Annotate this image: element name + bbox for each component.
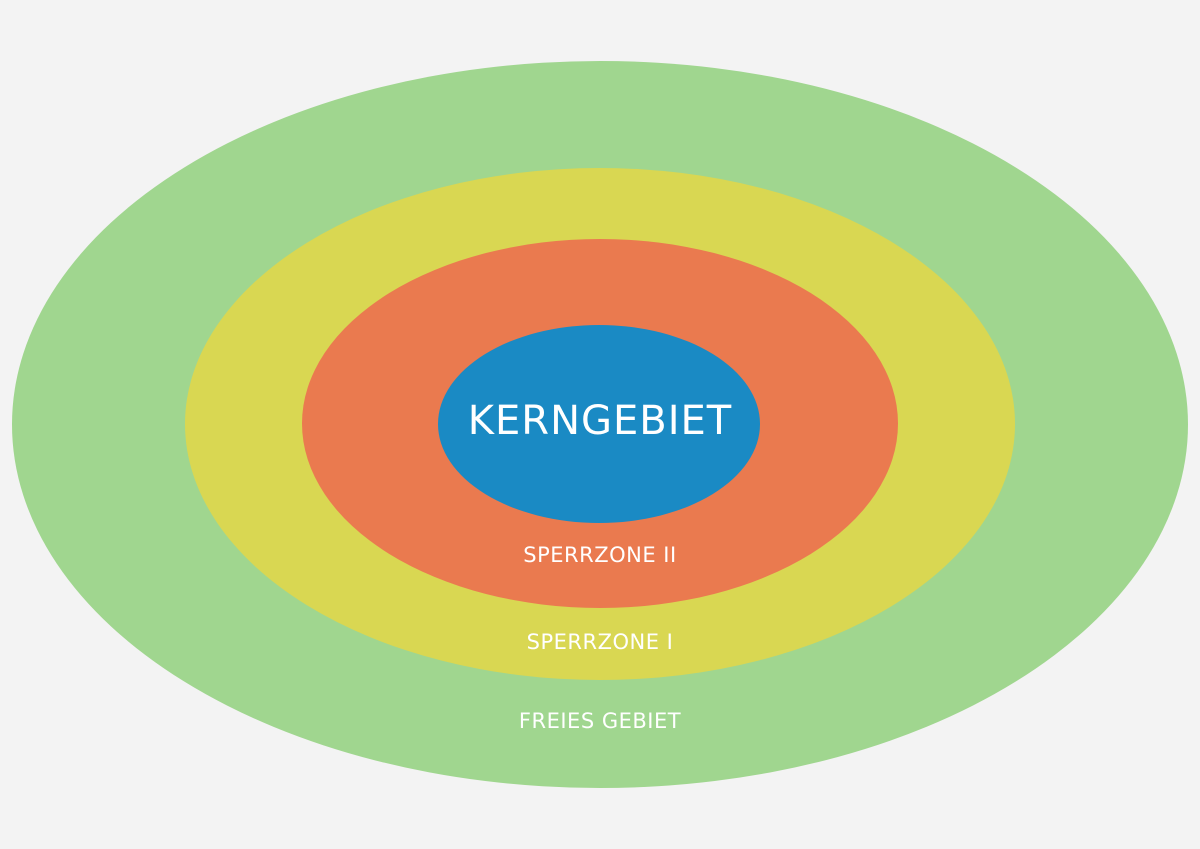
label-kerngebiet: KERNGEBIET	[467, 398, 733, 444]
label-sperrzone-1: SPERRZONE I	[526, 630, 674, 654]
label-sperrzone-2: SPERRZONE II	[523, 543, 677, 567]
zone-kerngebiet	[438, 325, 760, 523]
label-freies-gebiet: FREIES GEBIET	[518, 709, 682, 733]
